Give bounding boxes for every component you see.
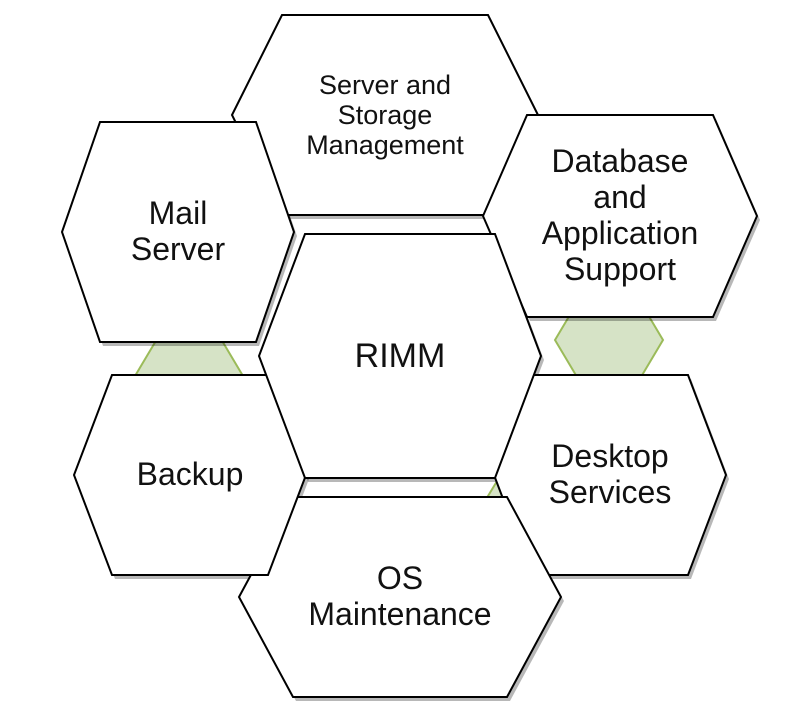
hex-os-maintenance-label: OS Maintenance [271, 497, 528, 697]
hex-server-storage-label: Server and Storage Management [262, 15, 508, 215]
hex-backup-text: Backup [136, 456, 244, 493]
hex-desktop-services-text: Desktop Services [548, 438, 672, 510]
hex-center-rimm-text: RIMM [354, 336, 446, 375]
hex-server-storage-text: Server and Storage Management [306, 69, 464, 161]
hex-database-application-label: Database and Application Support [509, 115, 730, 317]
hex-database-application-text: Database and Application Support [541, 143, 699, 287]
hex-center-rimm [257, 233, 543, 479]
hex-desktop-services-label: Desktop Services [517, 375, 703, 575]
hex-mail-server-label: Mail Server [85, 122, 271, 342]
hex-mail-server-text: Mail Server [130, 195, 226, 267]
hex-center-rimm-label: RIMM [287, 234, 514, 478]
hex-mail-server [60, 121, 296, 343]
hex-backup-label: Backup [97, 375, 283, 575]
hex-os-maintenance-text: OS Maintenance [308, 560, 492, 632]
